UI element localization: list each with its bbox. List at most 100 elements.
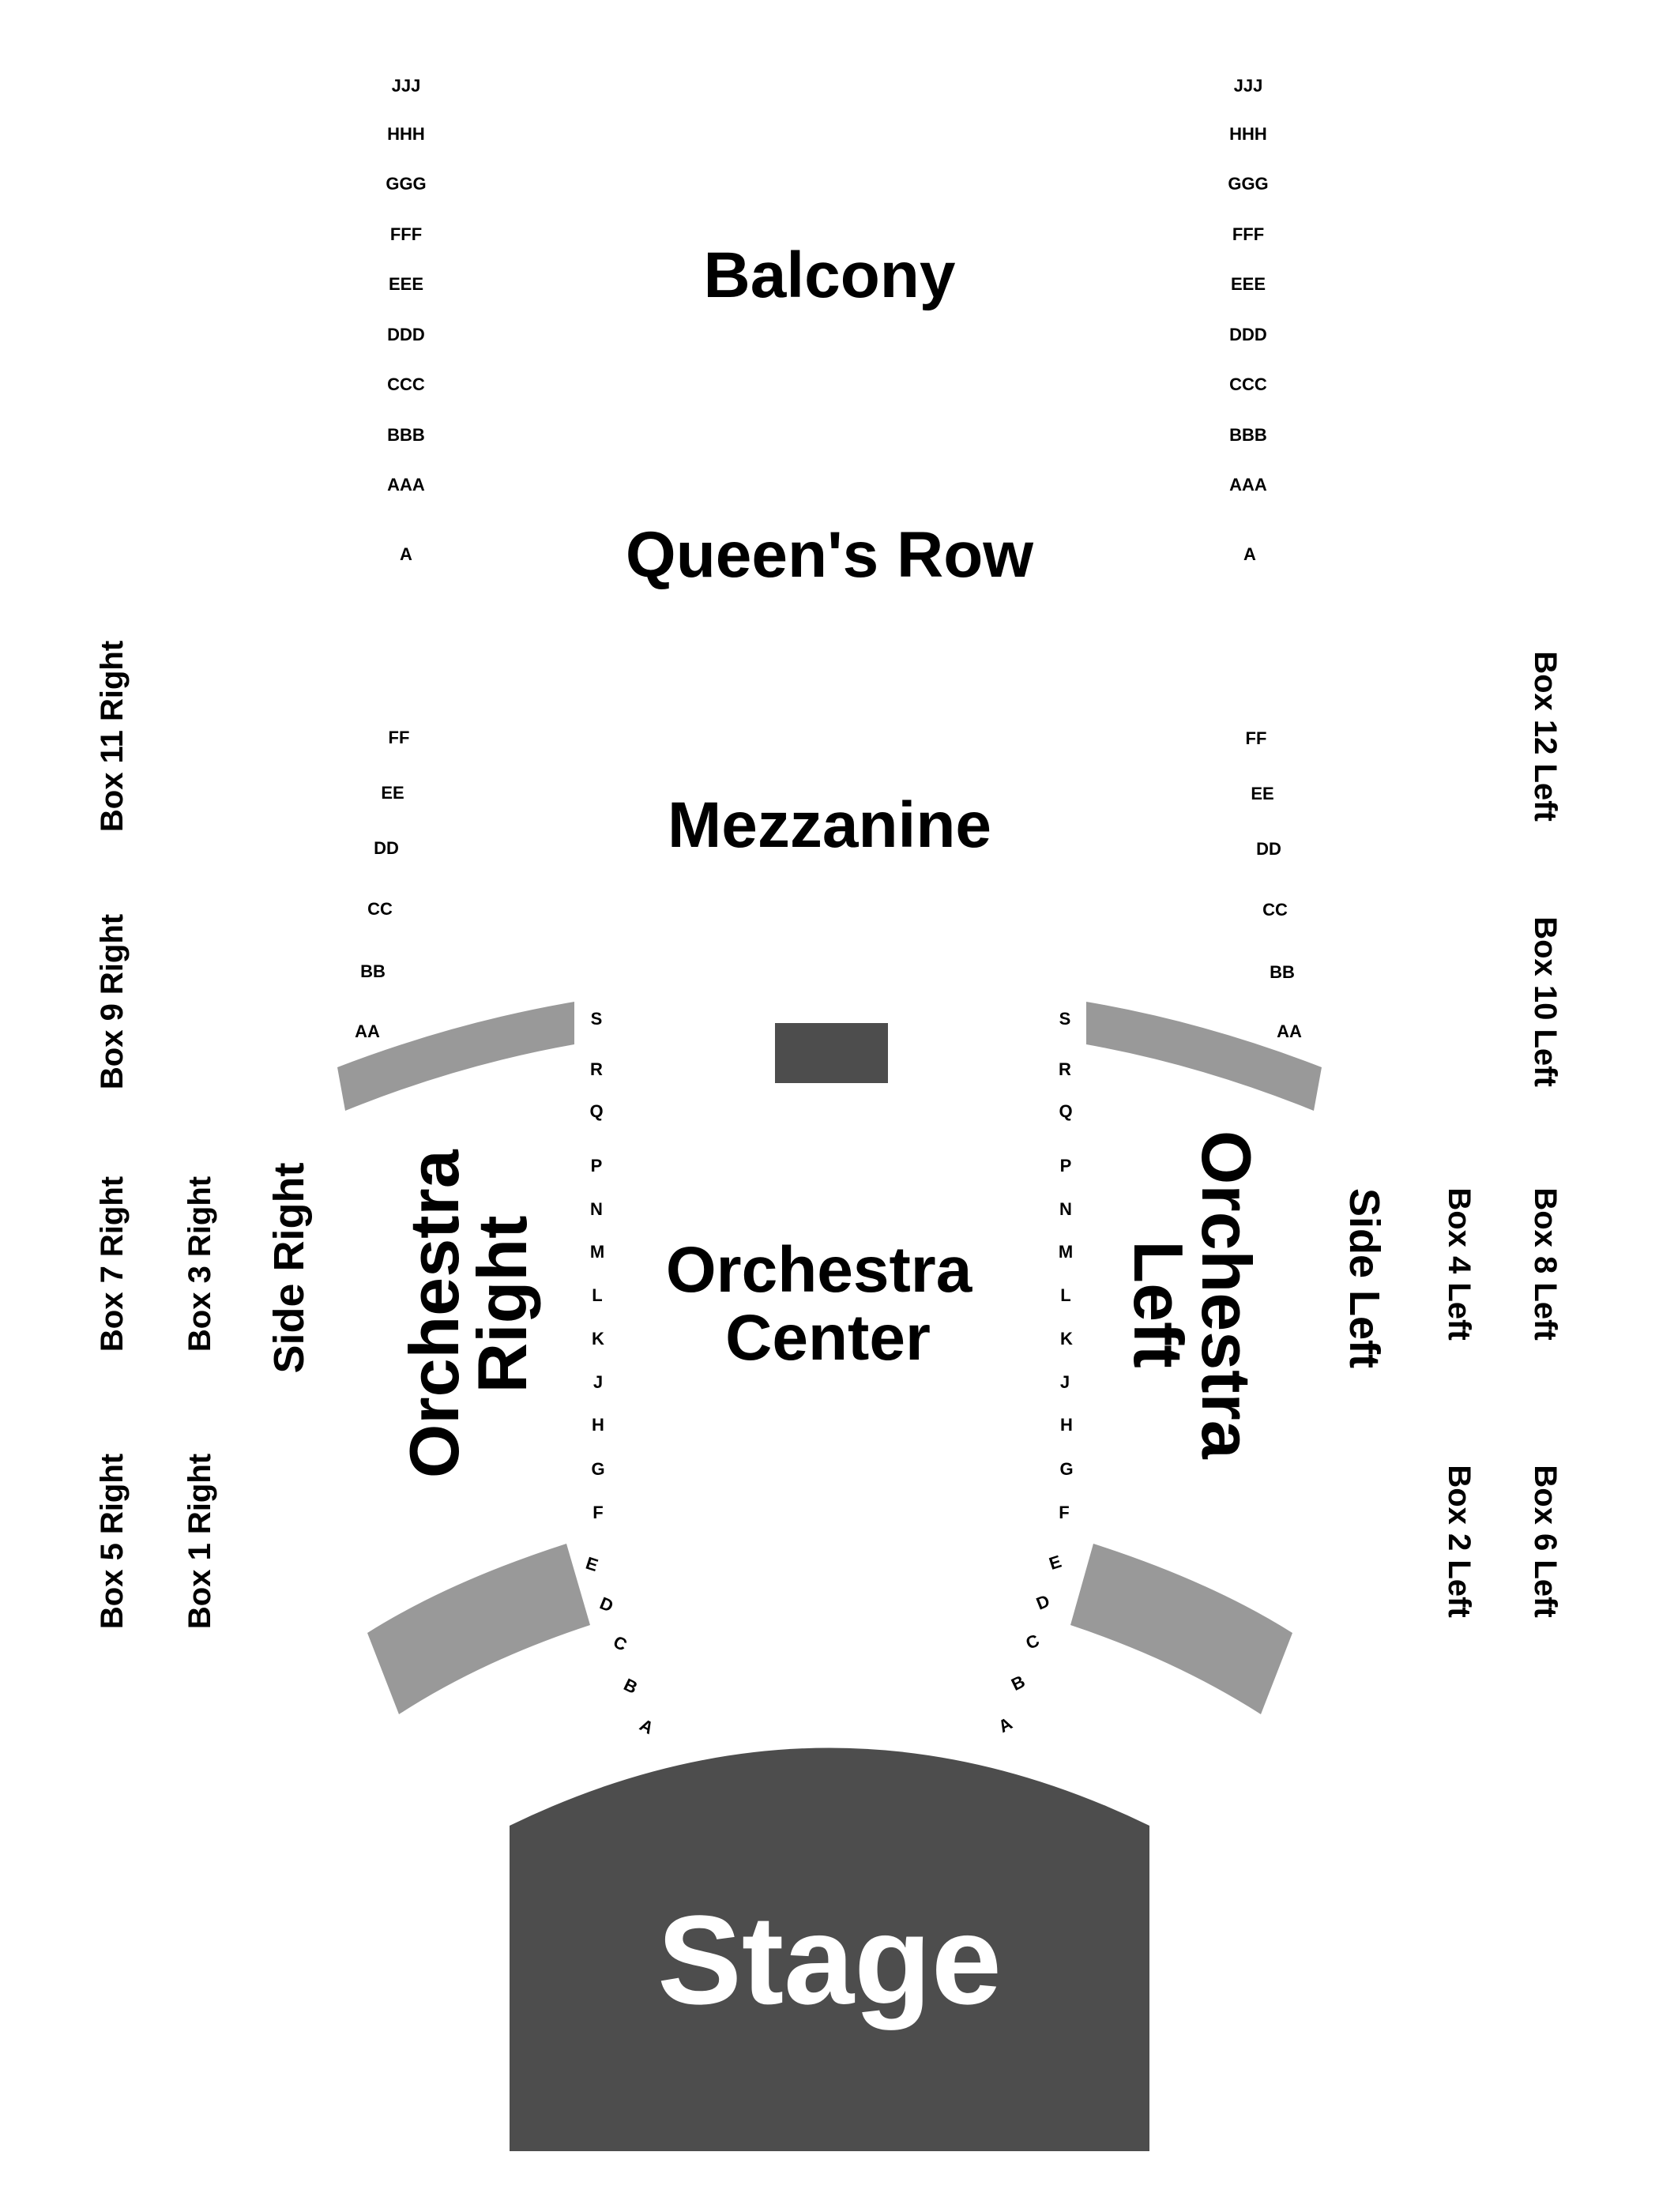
row-label: G [1059,1459,1073,1479]
row-label: EEE [1231,274,1266,294]
section-balcony[interactable]: Balcony [704,239,956,311]
box-seating-band-upper-right[interactable] [1086,1002,1322,1111]
row-label: AA [355,1021,380,1041]
row-label: GGG [1228,174,1268,194]
mezzanine-rows-right: FF EE DD CC BB AA [1246,728,1302,1041]
section-mezzanine[interactable]: Mezzanine [668,789,991,861]
box-3-right[interactable]: Box 3 Right [182,1176,217,1352]
row-label: FF [389,728,410,747]
section-label-line: Right [463,1216,541,1394]
row-label: F [592,1503,603,1522]
row-label: N [590,1199,603,1219]
row-label: CCC [1229,374,1267,394]
row-label: N [1059,1199,1072,1219]
row-label: A [1243,544,1256,564]
row-label: B [621,1675,641,1698]
row-label: EEE [389,274,423,294]
row-label: BBB [1229,425,1267,445]
box-seating-band-upper-left[interactable] [337,1002,574,1111]
box-6-left[interactable]: Box 6 Left [1528,1465,1563,1617]
section-label-line: Orchestra [666,1234,973,1306]
box-10-left[interactable]: Box 10 Left [1528,916,1563,1087]
row-label: BB [360,961,386,981]
row-label: CC [1262,900,1288,920]
row-label: D [597,1593,616,1616]
row-label: R [1059,1059,1071,1079]
row-label: BBB [387,425,425,445]
section-orchestra-center[interactable]: Orchestra Center [666,1234,990,1374]
box-8-left[interactable]: Box 8 Left [1528,1187,1563,1340]
row-label: S [1059,1009,1071,1029]
row-label: A [995,1714,1016,1737]
box-7-right[interactable]: Box 7 Right [95,1176,130,1352]
box-2-left[interactable]: Box 2 Left [1442,1465,1477,1617]
row-label: P [591,1156,603,1176]
box-11-right[interactable]: Box 11 Right [95,641,130,832]
section-orchestra-right[interactable]: Orchestra Right [395,1130,541,1478]
balcony-rows-right: JJJ HHH GGG FFF EEE DDD CCC BBB AAA [1228,76,1268,495]
row-label: A [637,1715,657,1739]
mezzanine-rows-left: FF EE DD CC BB AA [355,728,409,1041]
row-label: FFF [390,224,422,244]
balcony-rows-left: JJJ HHH GGG FFF EEE DDD CCC BBB AAA [386,76,426,495]
row-label: J [1060,1372,1070,1392]
row-label: E [1047,1552,1064,1574]
row-label: A [400,544,412,564]
row-label: Q [1059,1101,1072,1121]
row-label: EE [1251,784,1273,803]
row-label: DDD [1229,325,1267,344]
row-label: C [611,1631,630,1654]
row-label: D [1033,1590,1052,1613]
row-label: F [1059,1503,1069,1522]
row-label: HHH [387,124,425,144]
row-label: AAA [387,475,425,495]
box-12-left[interactable]: Box 12 Left [1528,651,1563,822]
section-side-left[interactable]: Side Left [1341,1188,1388,1368]
section-label-line: Left [1119,1240,1198,1367]
section-label-line: Center [725,1302,931,1374]
row-label: JJJ [392,76,421,96]
row-label: L [1060,1285,1070,1305]
row-label: AA [1277,1021,1302,1041]
row-label: R [590,1059,603,1079]
box-seating-band-lower-right[interactable] [1070,1544,1292,1714]
row-label: E [583,1553,600,1575]
row-label: K [1060,1329,1073,1349]
row-label: P [1060,1156,1072,1176]
section-label-line: Orchestra [1187,1130,1266,1460]
row-label: DD [1256,839,1281,859]
row-label: CCC [387,374,425,394]
row-label: JJJ [1234,76,1263,96]
box-1-right[interactable]: Box 1 Right [182,1454,217,1629]
row-label: CC [367,899,393,919]
section-orchestra-left[interactable]: Orchestra Left [1119,1130,1266,1478]
stage-label: Stage [657,1889,1002,2030]
row-label: S [591,1009,603,1029]
row-label: J [593,1372,603,1392]
row-label: B [1008,1672,1028,1695]
box-5-right[interactable]: Box 5 Right [95,1454,130,1629]
row-label: M [590,1242,604,1262]
row-label: H [592,1415,604,1435]
row-label: FF [1246,728,1267,748]
row-label: L [592,1285,602,1305]
box-4-left[interactable]: Box 4 Left [1442,1187,1477,1340]
orchestra-rows-left: S R Q P N M L K J H G F E D C B A [583,1009,656,1738]
control-booth [775,1023,888,1083]
row-label: GGG [386,174,426,194]
row-label: G [591,1459,604,1479]
section-label-line: Orchestra [395,1149,473,1478]
section-queens-row[interactable]: Queen's Row [626,519,1033,591]
row-label: M [1059,1242,1073,1262]
stage-area [510,1747,1149,2151]
row-label: BB [1270,962,1295,982]
row-label: EE [381,783,404,803]
orchestra-rows-right: S R Q P N M L K J H G F E D C B A [995,1009,1074,1736]
row-label: FFF [1232,224,1264,244]
box-seating-band-lower-left[interactable] [367,1544,590,1714]
row-label: C [1023,1630,1043,1653]
section-side-right[interactable]: Side Right [265,1162,313,1373]
row-label: AAA [1229,475,1267,495]
box-9-right[interactable]: Box 9 Right [95,914,130,1089]
